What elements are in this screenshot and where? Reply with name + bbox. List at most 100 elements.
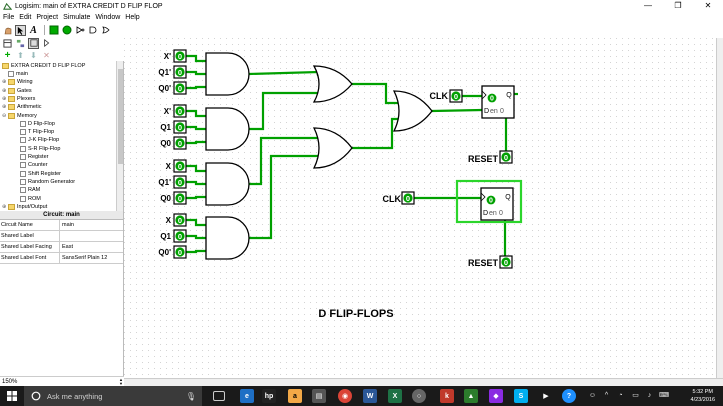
menu-edit[interactable]: Edit xyxy=(19,13,32,21)
tree-item[interactable]: Random Generator xyxy=(20,178,75,186)
expand-icon[interactable]: ⊕ xyxy=(2,203,7,210)
input-pin[interactable]: 0 xyxy=(173,49,187,63)
keyboard-icon[interactable]: ⌨ xyxy=(659,392,670,399)
windows-start-icon[interactable] xyxy=(0,386,24,406)
input-pin[interactable]: 0 xyxy=(173,229,187,243)
input-pin[interactable]: 0 xyxy=(173,136,187,150)
label-font-field[interactable]: SansSerif Plain 12 xyxy=(62,255,108,261)
menu-simulate[interactable]: Simulate xyxy=(63,13,91,21)
input-pin[interactable]: 0 xyxy=(173,159,187,173)
zoom-value[interactable]: 150% xyxy=(2,378,18,385)
battery-icon[interactable]: ▭ xyxy=(632,392,639,399)
tree-item[interactable]: T Flip-Flop xyxy=(20,128,54,136)
help-icon[interactable]: ? xyxy=(562,389,576,403)
tree-item[interactable]: main xyxy=(2,70,28,78)
tree-item[interactable]: RAM xyxy=(20,186,40,194)
menu-help[interactable]: Help xyxy=(125,13,140,21)
tree-item[interactable]: ⊖Memory xyxy=(2,112,37,120)
app-circle-icon[interactable]: ○ xyxy=(412,389,426,403)
explorer-scrollbar[interactable] xyxy=(116,61,123,211)
shared-label-field[interactable] xyxy=(60,231,123,241)
edit-appearance-icon[interactable] xyxy=(41,38,52,49)
zoom-control[interactable]: 150% ▲▼ xyxy=(0,376,124,386)
close-button[interactable]: ✕ xyxy=(704,1,712,10)
user-icon[interactable]: ☺ xyxy=(588,392,597,399)
hp-icon[interactable]: hp xyxy=(262,389,276,403)
expand-icon[interactable]: ⊕ xyxy=(2,104,7,111)
clock[interactable]: 5:32 PM 4/23/2016 xyxy=(691,388,715,404)
collapse-icon[interactable]: ⊖ xyxy=(2,112,7,119)
input-pin[interactable]: 0 xyxy=(173,120,187,134)
input-pin[interactable]: 0 xyxy=(173,191,187,205)
move-up-icon[interactable]: ⬆ xyxy=(17,51,24,60)
expand-icon[interactable]: ⊕ xyxy=(2,79,7,86)
not-gate-icon[interactable] xyxy=(74,25,85,36)
input-pin[interactable]: 0 xyxy=(173,65,187,79)
hierarchy-view-icon[interactable] xyxy=(15,38,26,49)
network-icon[interactable]: ◔ xyxy=(618,392,623,399)
volume-icon[interactable]: ♪ xyxy=(647,392,652,399)
menu-window[interactable]: Window xyxy=(95,13,121,21)
excel-icon[interactable]: X xyxy=(388,389,402,403)
or-gate-icon[interactable] xyxy=(100,25,111,36)
amazon-icon[interactable]: a xyxy=(288,389,302,403)
delete-circuit-icon[interactable]: ✕ xyxy=(43,51,50,60)
label-facing-select[interactable]: East xyxy=(62,244,74,250)
input-pin[interactable]: 0 xyxy=(173,245,187,259)
k-app-icon[interactable]: k xyxy=(440,389,454,403)
tree-item[interactable]: Register xyxy=(20,153,48,161)
poke-tool-icon[interactable] xyxy=(2,25,13,36)
tree-item[interactable]: S-R Flip-Flop xyxy=(20,145,60,153)
pin-input-icon[interactable] xyxy=(48,25,59,36)
add-circuit-icon[interactable]: + xyxy=(4,50,11,61)
reset-pin[interactable]: 0 xyxy=(499,255,513,269)
tree-item[interactable]: ⊕Input/Output xyxy=(2,203,47,211)
edit-layout-icon[interactable] xyxy=(28,37,39,49)
input-pin[interactable]: 0 xyxy=(173,104,187,118)
attr-row[interactable]: Shared Label Font SansSerif Plain 12 xyxy=(0,253,123,264)
canvas-vertical-scrollbar[interactable] xyxy=(716,38,723,378)
chrome-icon[interactable]: ◉ xyxy=(338,389,352,403)
maximize-button[interactable]: ❐ xyxy=(674,1,682,10)
tree-item[interactable]: ⊕Plexers xyxy=(2,95,35,103)
circuit-name-field[interactable]: main xyxy=(62,222,74,228)
edge-icon[interactable]: e xyxy=(240,389,254,403)
zoom-spinner-icon[interactable]: ▲▼ xyxy=(119,376,123,386)
tree-item[interactable]: D Flip-Flop xyxy=(20,120,55,128)
media-play-icon[interactable]: ▶ xyxy=(543,393,549,400)
tree-item[interactable]: ⊕Gates xyxy=(2,87,32,95)
skype-icon[interactable]: S xyxy=(514,389,528,403)
task-view-icon[interactable] xyxy=(213,391,225,401)
menu-file[interactable]: File xyxy=(3,13,15,21)
clk-pin[interactable]: 0 xyxy=(449,89,463,103)
expand-icon[interactable]: ⊕ xyxy=(2,95,7,102)
input-pin[interactable]: 0 xyxy=(173,81,187,95)
store-icon[interactable]: ▤ xyxy=(312,389,326,403)
tree-item[interactable]: Shift Register xyxy=(20,170,61,178)
canvas-horizontal-scrollbar[interactable] xyxy=(124,378,723,386)
cortana-search-box[interactable]: Ask me anything 🎙 xyxy=(24,386,202,406)
pin-output-icon[interactable] xyxy=(61,25,72,36)
tree-item[interactable]: Counter xyxy=(20,161,48,169)
menu-project[interactable]: Project xyxy=(36,13,59,21)
tree-item[interactable]: ⊕Arithmetic xyxy=(2,103,41,111)
logisim-taskbar-icon[interactable]: ▲ xyxy=(464,389,478,403)
and-gate-icon[interactable] xyxy=(87,25,98,36)
attr-row[interactable]: Shared Label Facing East xyxy=(0,242,123,253)
tree-item[interactable]: ⊕Wiring xyxy=(2,78,33,86)
text-tool-icon[interactable]: A xyxy=(30,24,37,36)
attr-row[interactable]: Shared Label xyxy=(0,231,123,242)
clk-pin[interactable]: 0 xyxy=(401,191,415,205)
tree-project-root[interactable]: EXTRA CREDIT D FLIP FLOP xyxy=(2,62,85,70)
expand-icon[interactable]: ⊕ xyxy=(2,87,7,94)
word-icon[interactable]: W xyxy=(363,389,377,403)
input-pin[interactable]: 0 xyxy=(173,175,187,189)
app-purple-icon[interactable]: ◆ xyxy=(489,389,503,403)
tree-item[interactable]: ROM xyxy=(20,195,41,203)
tray-up-icon[interactable]: ^ xyxy=(604,392,609,399)
reset-pin[interactable]: 0 xyxy=(499,150,513,164)
